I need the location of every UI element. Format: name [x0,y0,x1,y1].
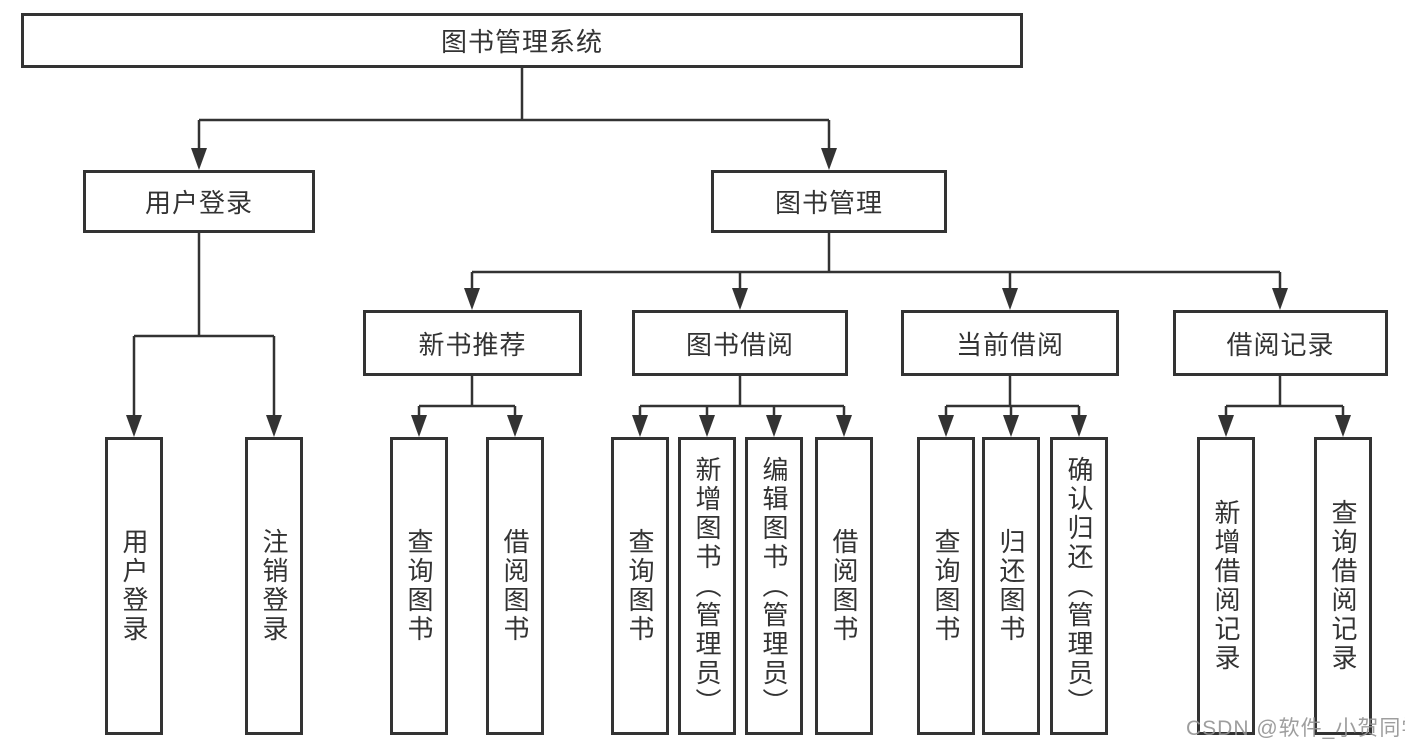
leaf-add-book-admin-label: 新增图书（管理员） [692,455,722,717]
leaf-query-books-borrowing: 查询图书 [611,437,669,735]
leaf-query-books-current-label: 查询图书 [931,528,961,644]
leaf-confirm-return-admin: 确认归还（管理员） [1050,437,1108,735]
node-user-login-label: 用户登录 [144,188,253,218]
leaf-edit-book-admin: 编辑图书（管理员） [745,437,803,735]
node-library-system-label: 图书管理系统 [440,27,603,57]
node-user-login: 用户登录 [83,170,315,233]
node-borrowing-records: 借阅记录 [1173,310,1388,376]
leaf-query-books-borrowing-label: 查询图书 [625,528,655,644]
leaf-edit-book-admin-label: 编辑图书（管理员） [759,455,789,717]
node-current-borrowing: 当前借阅 [901,310,1119,376]
leaf-query-books-recommend: 查询图书 [390,437,448,735]
leaf-confirm-return-admin-label: 确认归还（管理员） [1064,455,1094,717]
node-new-book-recommend-label: 新书推荐 [418,329,527,360]
leaf-user-login: 用户登录 [105,437,163,735]
node-book-borrowing: 图书借阅 [632,310,848,376]
leaf-query-books-current: 查询图书 [917,437,975,735]
leaf-query-books-recommend-label: 查询图书 [404,528,434,644]
node-book-management-label: 图书管理 [774,188,883,218]
leaf-borrow-books-borrowing-label: 借阅图书 [829,528,859,644]
leaf-add-borrow-record-label: 新增借阅记录 [1211,499,1241,673]
leaf-borrow-books-recommend: 借阅图书 [486,437,544,735]
leaf-add-borrow-record: 新增借阅记录 [1197,437,1255,735]
leaf-query-borrow-record-label: 查询借阅记录 [1328,499,1358,673]
node-library-system: 图书管理系统 [21,13,1023,68]
node-current-borrowing-label: 当前借阅 [955,329,1064,360]
leaf-logout-label: 注销登录 [259,528,289,644]
leaf-borrow-books-borrowing: 借阅图书 [815,437,873,735]
node-book-borrowing-label: 图书借阅 [685,329,794,360]
leaf-return-books-label: 归还图书 [996,528,1026,644]
leaf-add-book-admin: 新增图书（管理员） [678,437,736,735]
leaf-return-books: 归还图书 [982,437,1040,735]
leaf-borrow-books-recommend-label: 借阅图书 [500,528,530,644]
node-new-book-recommend: 新书推荐 [363,310,582,376]
node-book-management: 图书管理 [711,170,947,233]
leaf-query-borrow-record: 查询借阅记录 [1314,437,1372,735]
leaf-logout: 注销登录 [245,437,303,735]
csdn-watermark: CSDN @软件_小贺同学 [1186,717,1405,740]
node-borrowing-records-label: 借阅记录 [1226,329,1335,360]
leaf-user-login-label: 用户登录 [119,528,149,644]
